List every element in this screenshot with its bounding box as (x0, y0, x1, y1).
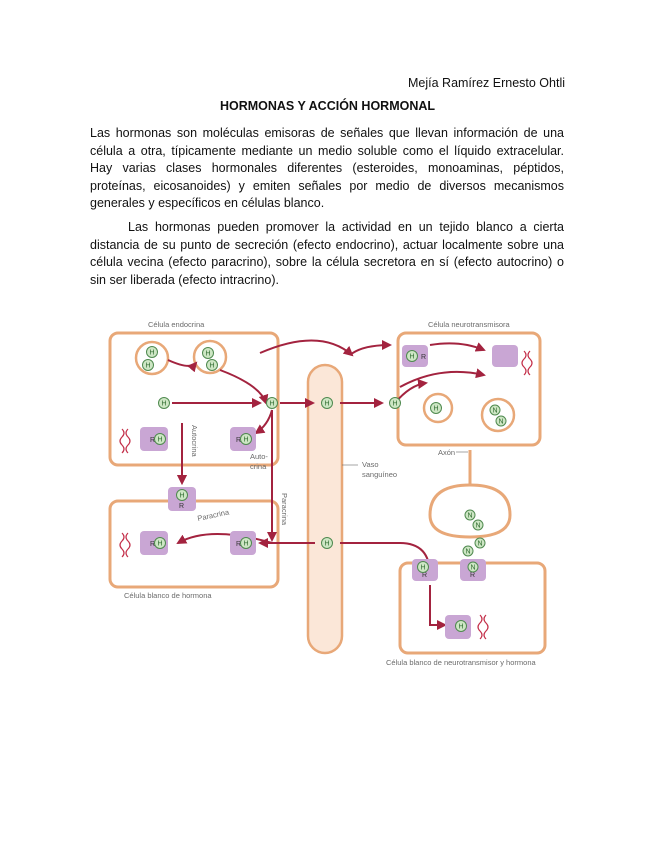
neurotransmitter-molecule (462, 545, 474, 557)
arrow (254, 409, 273, 435)
receptor-label: R (179, 503, 184, 510)
dna-icon (119, 428, 125, 454)
neurotransmitter-molecule (467, 561, 479, 573)
dna-icon (125, 532, 131, 558)
arrow (429, 342, 486, 352)
hormone-molecule (142, 359, 154, 371)
label-neuro-cell: Célula neurotransmisora (428, 320, 511, 329)
hormone-symbol: H (325, 401, 330, 408)
receptor-label: R (150, 541, 155, 548)
arrow (176, 533, 273, 544)
receptor (492, 345, 518, 367)
document-title: HORMONAS Y ACCIÓN HORMONAL (219, 99, 436, 113)
arrow (259, 339, 354, 357)
neurotransmitter-cell (396, 331, 542, 447)
hormone-molecule (146, 346, 158, 358)
hormone-symbol: H (162, 401, 167, 408)
hormone-molecule (417, 561, 429, 573)
label-endocrine-cell: Célula endocrina (148, 320, 205, 329)
hormone-symbol: H (270, 401, 275, 408)
author-name: Mejía Ramírez Ernesto Ohtli (408, 76, 565, 90)
receptor-label: R (236, 437, 241, 444)
vesicle (480, 397, 516, 433)
hormone-molecule (406, 350, 418, 362)
neuro-symbol: N (476, 523, 481, 530)
arrow (219, 369, 269, 405)
label-vaso-1: Vaso (362, 460, 379, 469)
receptor-label: R (150, 437, 155, 444)
hormone-symbol: H (158, 437, 163, 444)
hormone-symbol: H (410, 354, 415, 361)
hormone-molecule (176, 489, 188, 501)
dna-icon (527, 350, 533, 376)
hormone-symbol: H (210, 363, 215, 370)
label-autocrina-1: Auto- (250, 452, 268, 461)
paragraph-2: Las hormonas pueden promover la activida… (90, 220, 564, 287)
label-autocrina-2: crina (250, 462, 267, 471)
blood-vessel (306, 363, 344, 655)
neurotransmitter-molecule (495, 415, 507, 427)
hormone-symbol: H (206, 351, 211, 358)
dna-icon (125, 428, 131, 454)
receptor-label: R (470, 572, 475, 579)
hormone-molecule (389, 397, 401, 409)
arrow (429, 585, 447, 630)
hormone-molecule (430, 402, 442, 414)
hormone-molecule (240, 537, 252, 549)
arrow (167, 359, 198, 373)
label-target-hormone: Célula blanco de hormona (124, 591, 212, 600)
dna-icon (119, 532, 125, 558)
arrow (399, 368, 486, 388)
neurotransmitter-molecule (472, 519, 484, 531)
hormone-molecule (154, 433, 166, 445)
label-paracrina-vertical: Paracrina (280, 493, 289, 526)
neuro-symbol: N (466, 549, 471, 556)
hormone-molecule (321, 397, 333, 409)
receptor-label: R (421, 354, 426, 361)
hormone-symbol: H (434, 406, 439, 413)
hormone-symbol: H (180, 493, 185, 500)
endocrine-cell (108, 331, 280, 467)
hormone-symbol: H (146, 363, 151, 370)
hormone-molecule (321, 537, 333, 549)
hormone-symbol: H (325, 541, 330, 548)
hormone-molecule (158, 397, 170, 409)
hormone-symbol: H (244, 437, 249, 444)
hormone-molecule (206, 359, 218, 371)
receptor-label: R (422, 572, 427, 579)
arrow (349, 340, 392, 356)
hormone-symbol: H (393, 401, 398, 408)
hormone-molecule (266, 397, 278, 409)
neurotransmitter-molecule (464, 509, 476, 521)
hormone-symbol: H (150, 350, 155, 357)
neuro-symbol: N (471, 565, 476, 572)
hormone-molecule (154, 537, 166, 549)
hormone-symbol: H (244, 541, 249, 548)
hormone-molecule (240, 433, 252, 445)
dna-icon (521, 350, 527, 376)
hormone-symbol: H (459, 624, 464, 631)
label-vaso-2: sanguíneo (362, 470, 397, 479)
hormone-symbol: H (158, 541, 163, 548)
dna-icon (477, 614, 483, 640)
dna-icon (483, 614, 489, 640)
neuro-symbol: N (478, 541, 483, 548)
hormone-action-figure: R R R R R R R R H (108, 320, 547, 667)
neuro-symbol: N (468, 513, 473, 520)
label-target-both: Célula blanco de neurotransmisor y hormo… (386, 658, 536, 667)
label-autocrina-vertical: Autocrina (190, 425, 199, 458)
hormone-symbol: H (421, 565, 426, 572)
label-paracrina-slanted: Paracrina (197, 507, 231, 523)
neurotransmitter-molecule (474, 537, 486, 549)
hormone-molecule (455, 620, 467, 632)
neurotransmitter-molecule (489, 404, 501, 416)
label-axon: Axón (438, 448, 455, 457)
paragraph-1: Las hormonas son moléculas emisoras de s… (90, 126, 564, 210)
receptor-label: R (236, 541, 241, 548)
hormone-molecule (202, 347, 214, 359)
neuro-symbol: N (499, 419, 504, 426)
neuro-symbol: N (493, 408, 498, 415)
